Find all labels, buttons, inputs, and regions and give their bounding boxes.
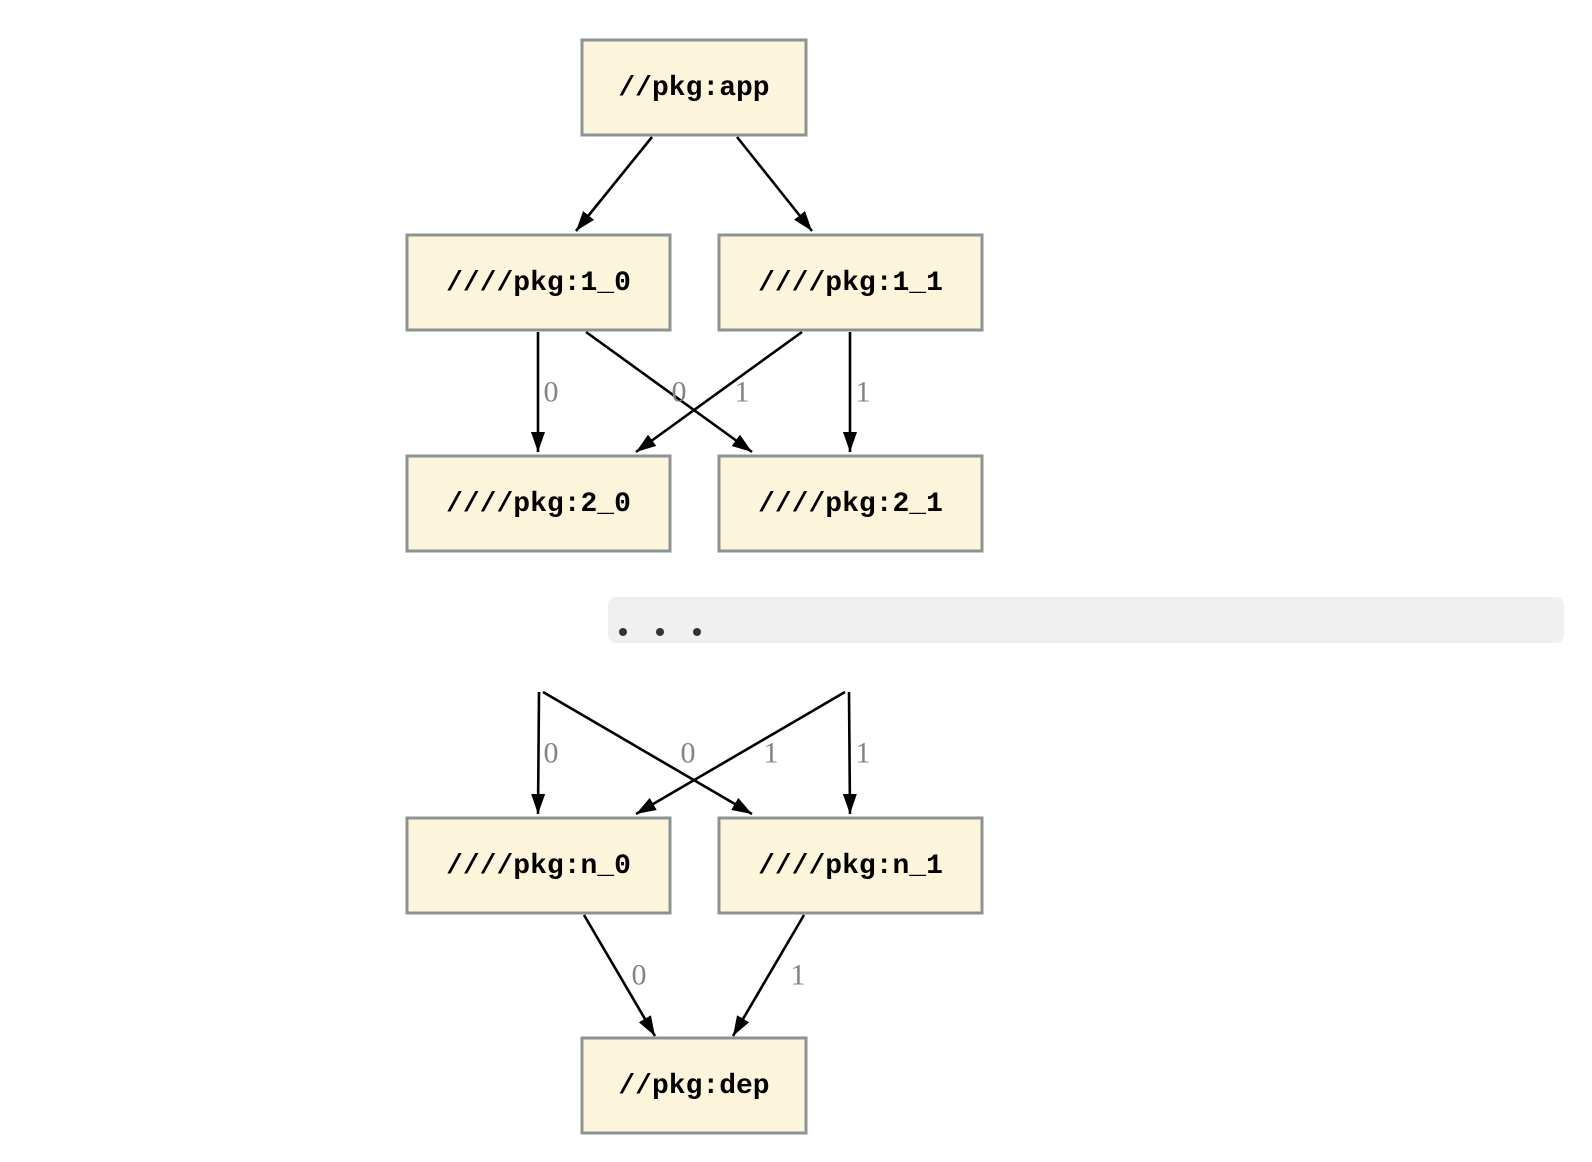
- edge-1_1-to-2_1-label: 1: [856, 376, 871, 409]
- edge-hidden-to-n_1-cross: [542, 690, 753, 816]
- graph-node-2_0: ////pkg:2_0: [405, 454, 672, 553]
- graph-node-2_1: ////pkg:2_1: [717, 454, 984, 553]
- node-box-app: [580, 38, 808, 137]
- node-box-dep: [580, 1036, 808, 1135]
- edge-hidden-to-n_0-straight-label: 0: [544, 737, 559, 770]
- edge-hidden-to-n_0-straight: [531, 691, 546, 815]
- edge-n_0-to-dep: [582, 914, 657, 1037]
- node-label-n_1: ////pkg:n_1: [758, 851, 943, 882]
- graph-node-1_0: ////pkg:1_0: [405, 233, 672, 332]
- node-box-1_0: [405, 233, 672, 332]
- edge-n_0-to-dep-label: 0: [632, 959, 647, 992]
- edge-1_0-to-2_1-label: 1: [735, 376, 750, 409]
- edge-app-to-1_0: [574, 136, 654, 232]
- edge-hidden-to-n_1-straight: [842, 691, 857, 815]
- edge-1_0-to-2_0-label: 0: [544, 376, 559, 409]
- node-label-2_1: ////pkg:2_1: [758, 489, 943, 520]
- edge-hidden-to-n_0-cross-label: 0: [681, 737, 696, 770]
- graph-node-n_0: ////pkg:n_0: [405, 816, 672, 915]
- node-label-app: //pkg:app: [618, 73, 769, 104]
- edge-app-to-1_1: [735, 136, 814, 232]
- ellipsis-dot-icon: [656, 628, 664, 636]
- edge-n_1-to-dep-label: 1: [791, 959, 806, 992]
- edge-n_1-to-dep: [731, 914, 806, 1037]
- graph-node-1_1: ////pkg:1_1: [717, 233, 984, 332]
- node-box-1_1: [717, 233, 984, 332]
- edge-hidden-to-n_0-cross: [635, 690, 846, 816]
- node-box-n_0: [405, 816, 672, 915]
- node-label-dep: //pkg:dep: [618, 1071, 769, 1102]
- graph-node-n_1: ////pkg:n_1: [717, 816, 984, 915]
- ellipsis-dot-icon: [693, 628, 701, 636]
- graph-node-dep: //pkg:dep: [580, 1036, 808, 1135]
- node-label-2_0: ////pkg:2_0: [446, 489, 631, 520]
- edge-1_1-to-2_0-label: 0: [672, 376, 687, 409]
- graph-node-app: //pkg:app: [580, 38, 808, 137]
- edge-1_1-to-2_0: [635, 330, 803, 454]
- node-label-1_1: ////pkg:1_1: [758, 268, 943, 299]
- ellipsis-band: [608, 597, 1564, 643]
- edge-hidden-to-n_1-straight-label: 1: [856, 737, 871, 770]
- node-box-n_1: [717, 816, 984, 915]
- node-box-2_0: [405, 454, 672, 553]
- ellipsis-dot-icon: [619, 628, 627, 636]
- node-label-1_0: ////pkg:1_0: [446, 268, 631, 299]
- node-label-n_0: ////pkg:n_0: [446, 851, 631, 882]
- node-box-2_1: [717, 454, 984, 553]
- edge-1_0-to-2_1: [585, 330, 753, 454]
- edge-hidden-to-n_1-cross-label: 1: [764, 737, 779, 770]
